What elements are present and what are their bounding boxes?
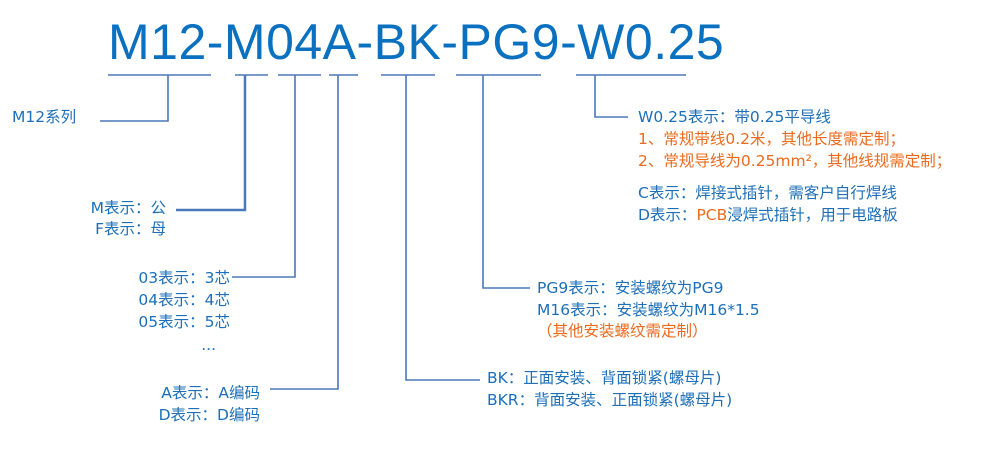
wire-w025: W0.25表示：带0.25平导线 [638, 108, 831, 126]
wire-note-2: 2、常规导线为0.25mm²，其他线规需定制； [638, 152, 952, 170]
wire-d-suffix: 浸焊式插针，用于电路板 [727, 206, 898, 224]
part-number-title: M12-M04A-BK-PG9-W0.25 [108, 14, 725, 70]
series-label: M12系列 [12, 108, 77, 126]
wire-d-prefix: D表示： [638, 206, 697, 224]
mount-leader [405, 75, 480, 381]
gender-m: M表示：公 [90, 199, 166, 217]
wire-c: C表示：焊接式插针，需客户自行焊线 [638, 184, 897, 202]
cores-05: 05表示：5芯 [138, 313, 230, 331]
wire-d: D表示：PCB浸焊式插针，用于电路板 [638, 205, 898, 226]
wire-leader [594, 75, 628, 118]
thread-leader [482, 75, 530, 289]
coding-a: A表示：A编码 [161, 384, 260, 402]
gender-leader [176, 75, 247, 212]
wire-d-highlight: PCB [696, 206, 728, 224]
thread-pg9: PG9表示：安装螺纹为PG9 [537, 279, 724, 297]
gender-f: F表示：母 [95, 220, 166, 238]
coding-leader [270, 75, 339, 390]
coding-d: D表示：D编码 [158, 406, 260, 424]
thread-note: （其他安装螺纹需定制） [537, 322, 708, 340]
cores-leader [232, 75, 296, 278]
wire-note-1: 1、常规带线0.2米，其他长度需定制； [638, 130, 906, 148]
cores-03: 03表示：3芯 [138, 269, 230, 287]
cores-04: 04表示：4芯 [138, 291, 230, 309]
thread-m16: M16表示：安装螺纹为M16*1.5 [537, 301, 760, 319]
mount-bkr: BKR：背面安装、正面锁紧(螺母片) [487, 391, 733, 409]
series-leader [100, 75, 169, 122]
mount-bk: BK：正面安装、背面锁紧(螺母片) [487, 369, 722, 387]
cores-more: ... [201, 336, 216, 354]
